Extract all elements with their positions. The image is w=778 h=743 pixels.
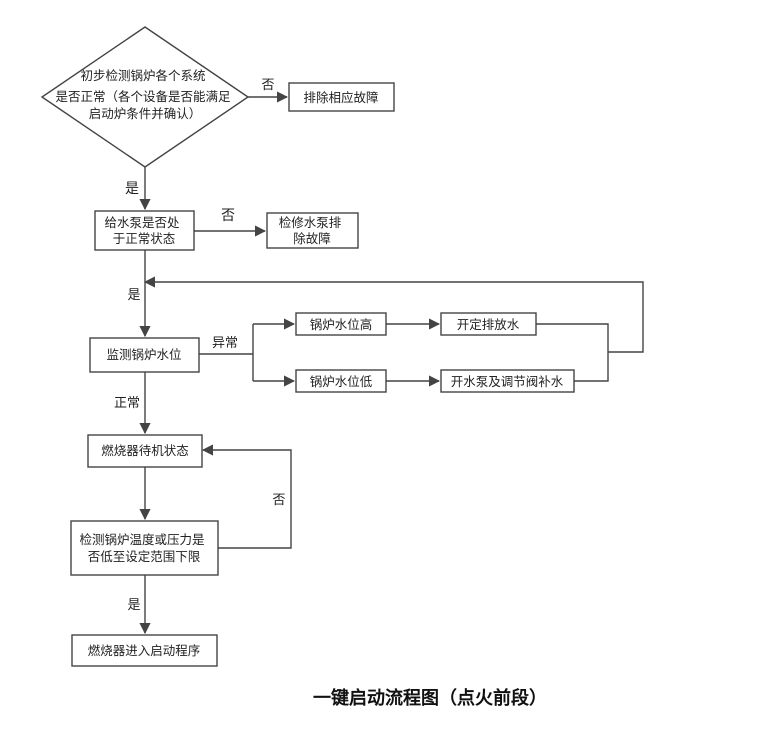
node-line: 检测锅炉温度或压力是 xyxy=(80,532,206,547)
edge-check-loop-back xyxy=(201,444,292,549)
node-level-high: 锅炉水位高 xyxy=(295,312,387,336)
node-line: 监测锅炉水位 xyxy=(106,347,181,362)
diagram-caption: 一键启动流程图（点火前段） xyxy=(313,687,547,709)
label-no-3: 否 xyxy=(272,493,285,508)
node-line: 于正常状态 xyxy=(113,231,176,246)
label-abnormal: 异常 xyxy=(212,336,238,351)
node-line: 燃烧器进入启动程序 xyxy=(88,643,201,658)
node-text: 排除相应故障 xyxy=(303,90,378,105)
node-drain: 开定排放水 xyxy=(440,312,537,336)
node-pump-normal: 给水泵是否处 于正常状态 xyxy=(94,210,195,251)
label-no-1: 否 xyxy=(261,78,274,93)
node-line: 开水泵及调节阀补水 xyxy=(451,374,564,389)
label-normal: 正常 xyxy=(114,396,140,411)
node-text: 检修水泵排 除故障 xyxy=(279,215,346,246)
node-check-temp: 检测锅炉温度或压力是 否低至设定范围下限 xyxy=(70,520,219,576)
node-text: 燃烧器待机状态 xyxy=(101,443,189,458)
node-level-low: 锅炉水位低 xyxy=(295,369,387,393)
node-line: 排除相应故障 xyxy=(303,90,378,105)
node-text: 检测锅炉温度或压力是 否低至设定范围下限 xyxy=(80,532,209,564)
node-pump-fill: 开水泵及调节阀补水 xyxy=(440,369,575,393)
label-yes-1: 是 xyxy=(125,181,139,197)
label-no-2: 否 xyxy=(221,208,235,224)
node-line: 启动炉条件并确认） xyxy=(89,106,202,121)
label-yes-3: 是 xyxy=(127,598,140,613)
edge-loop-back xyxy=(143,276,644,353)
node-line: 锅炉水位低 xyxy=(310,374,373,389)
node-line: 除故障 xyxy=(293,231,331,246)
node-text: 监测锅炉水位 xyxy=(106,347,181,362)
node-repair-pump: 检修水泵排 除故障 xyxy=(266,212,359,249)
node-text: 初步检测锅炉各个系统 是否正常（各个设备是否能满足 启动炉条件并确认） xyxy=(56,68,235,121)
node-line: 否低至设定范围下限 xyxy=(88,549,201,564)
node-monitor-level: 监测锅炉水位 xyxy=(89,337,200,373)
node-text: 燃烧器进入启动程序 xyxy=(88,643,201,658)
node-line: 给水泵是否处 xyxy=(105,215,181,230)
node-text: 开定排放水 xyxy=(457,317,520,332)
node-line: 燃烧器待机状态 xyxy=(101,443,189,458)
node-check-systems: 初步检测锅炉各个系统 是否正常（各个设备是否能满足 启动炉条件并确认） xyxy=(40,26,250,168)
node-line: 初步检测锅炉各个系统 xyxy=(81,68,206,83)
node-line: 是否正常（各个设备是否能满足 xyxy=(56,89,232,104)
node-burner-start: 燃烧器进入启动程序 xyxy=(71,634,218,667)
node-text: 开水泵及调节阀补水 xyxy=(451,374,564,389)
node-line: 开定排放水 xyxy=(457,317,520,332)
node-line: 检修水泵排 xyxy=(279,215,342,230)
edges xyxy=(139,91,644,635)
node-text: 锅炉水位高 xyxy=(310,317,373,332)
node-fix-fault: 排除相应故障 xyxy=(288,82,395,112)
node-text: 给水泵是否处 于正常状态 xyxy=(105,215,184,246)
node-line: 锅炉水位高 xyxy=(310,317,373,332)
label-yes-2: 是 xyxy=(127,288,140,303)
node-text: 锅炉水位低 xyxy=(310,374,373,389)
node-burner-standby: 燃烧器待机状态 xyxy=(87,434,203,468)
